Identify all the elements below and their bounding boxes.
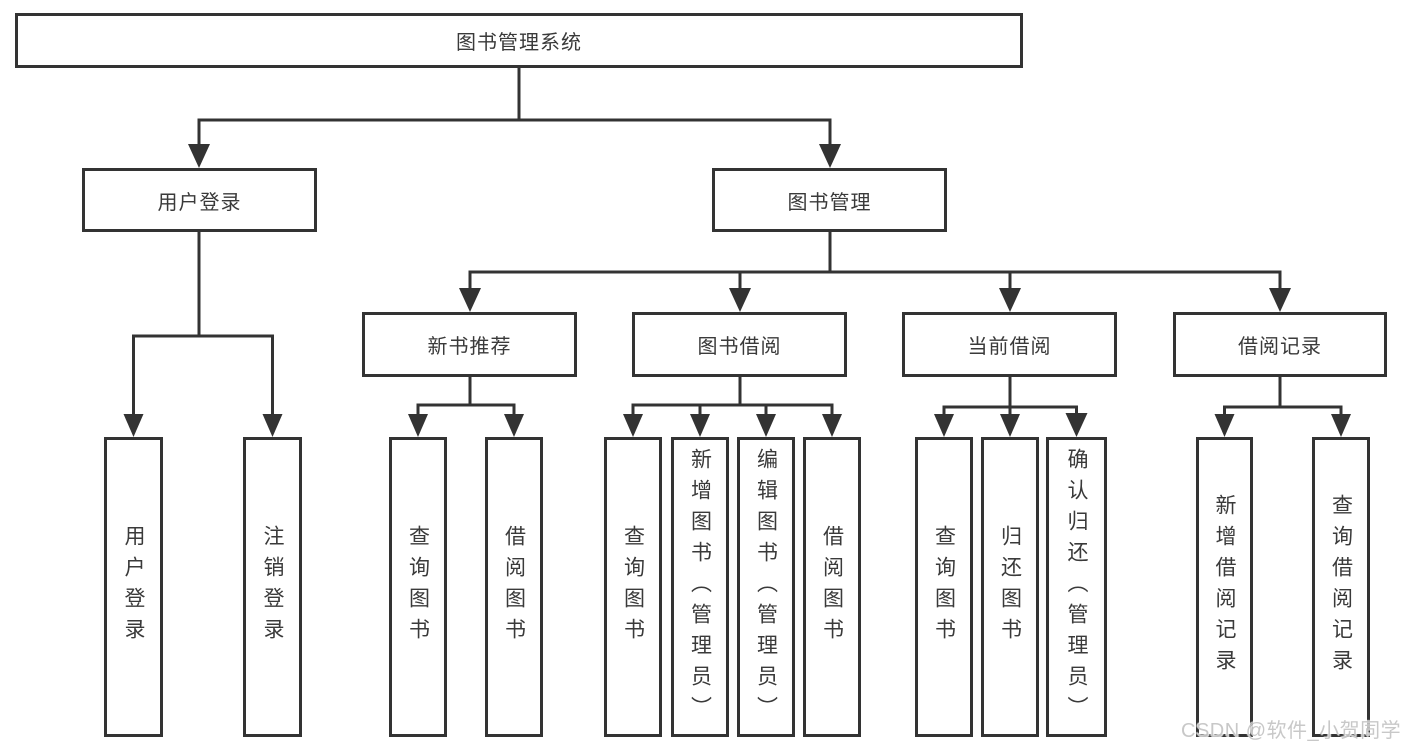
node-leaf-query-books-borrowing: 查询图书 bbox=[604, 437, 662, 737]
node-leaf-add-books-admin: 新增图书（管理员） bbox=[671, 437, 729, 737]
arrowhead-icon bbox=[123, 414, 144, 437]
arrowhead-icon bbox=[623, 414, 643, 437]
node-new-book-recommendation: 新书推荐 bbox=[362, 312, 577, 377]
arrowhead-icon bbox=[690, 414, 710, 437]
arrowhead-icon bbox=[999, 288, 1021, 312]
node-leaf-add-borrow-record: 新增借阅记录 bbox=[1196, 437, 1253, 737]
arrowhead-icon bbox=[822, 414, 842, 437]
node-leaf-borrow-books: 借阅图书 bbox=[803, 437, 861, 737]
node-borrowing-records: 借阅记录 bbox=[1173, 312, 1387, 377]
arrowhead-icon bbox=[1214, 414, 1235, 437]
node-leaf-query-books-recommend: 查询图书 bbox=[389, 437, 447, 737]
node-leaf-query-borrow-record: 查询借阅记录 bbox=[1312, 437, 1370, 737]
connector-root-to-level2 bbox=[188, 68, 841, 168]
node-library-management-system: 图书管理系统 bbox=[15, 13, 1023, 68]
arrowhead-icon bbox=[188, 144, 210, 168]
node-label: 查询图书 bbox=[406, 525, 430, 649]
node-leaf-logout: 注销登录 bbox=[243, 437, 302, 737]
arrowhead-icon bbox=[819, 144, 841, 168]
arrowhead-icon bbox=[1331, 414, 1351, 437]
node-book-borrowing: 图书借阅 bbox=[632, 312, 847, 377]
node-current-borrowing: 当前借阅 bbox=[902, 312, 1117, 377]
node-label: 借阅图书 bbox=[502, 525, 526, 649]
arrowhead-icon bbox=[459, 288, 481, 312]
arrowhead-icon bbox=[756, 414, 776, 437]
node-leaf-return-books: 归还图书 bbox=[981, 437, 1039, 737]
node-label: 确认归还（管理员） bbox=[1065, 447, 1088, 727]
node-label: 编辑图书（管理员） bbox=[754, 447, 778, 727]
node-leaf-query-books-current: 查询图书 bbox=[915, 437, 973, 737]
node-label: 新增图书（管理员） bbox=[688, 447, 712, 727]
node-label: 新增借阅记录 bbox=[1213, 494, 1236, 680]
node-label: 归还图书 bbox=[998, 525, 1022, 649]
arrowhead-icon bbox=[504, 414, 524, 437]
arrowhead-icon bbox=[1065, 413, 1088, 437]
arrowhead-icon bbox=[729, 288, 751, 312]
csdn-watermark: CSDN @软件_小贺同学 bbox=[1181, 720, 1402, 742]
connector-current-borrowing-to-leaves bbox=[934, 377, 1088, 437]
node-book-management: 图书管理 bbox=[712, 168, 947, 232]
node-label: 查询图书 bbox=[932, 525, 956, 649]
connector-borrowing-records-to-leaves bbox=[1214, 377, 1351, 437]
connector-new-book-recommendation-to-leaves bbox=[408, 377, 524, 437]
connector-user-login-to-leaves bbox=[123, 232, 283, 437]
node-leaf-user-login: 用户登录 bbox=[104, 437, 163, 737]
node-leaf-edit-books-admin: 编辑图书（管理员） bbox=[737, 437, 795, 737]
connector-book-management-to-level3 bbox=[459, 232, 1291, 312]
node-label: 注销登录 bbox=[261, 525, 284, 649]
node-leaf-borrow-books-recommend: 借阅图书 bbox=[485, 437, 543, 737]
node-label: 用户登录 bbox=[122, 525, 145, 649]
arrowhead-icon bbox=[1000, 414, 1020, 437]
arrowhead-icon bbox=[1269, 288, 1291, 312]
node-label: 查询图书 bbox=[621, 525, 645, 649]
connector-book-borrowing-to-leaves bbox=[623, 377, 842, 437]
arrowhead-icon bbox=[408, 414, 428, 437]
node-user-login: 用户登录 bbox=[82, 168, 317, 232]
arrowhead-icon bbox=[262, 414, 283, 437]
node-label: 查询借阅记录 bbox=[1329, 494, 1353, 680]
node-label: 借阅图书 bbox=[820, 525, 844, 649]
node-leaf-confirm-return-admin: 确认归还（管理员） bbox=[1046, 437, 1107, 737]
arrowhead-icon bbox=[934, 414, 954, 437]
